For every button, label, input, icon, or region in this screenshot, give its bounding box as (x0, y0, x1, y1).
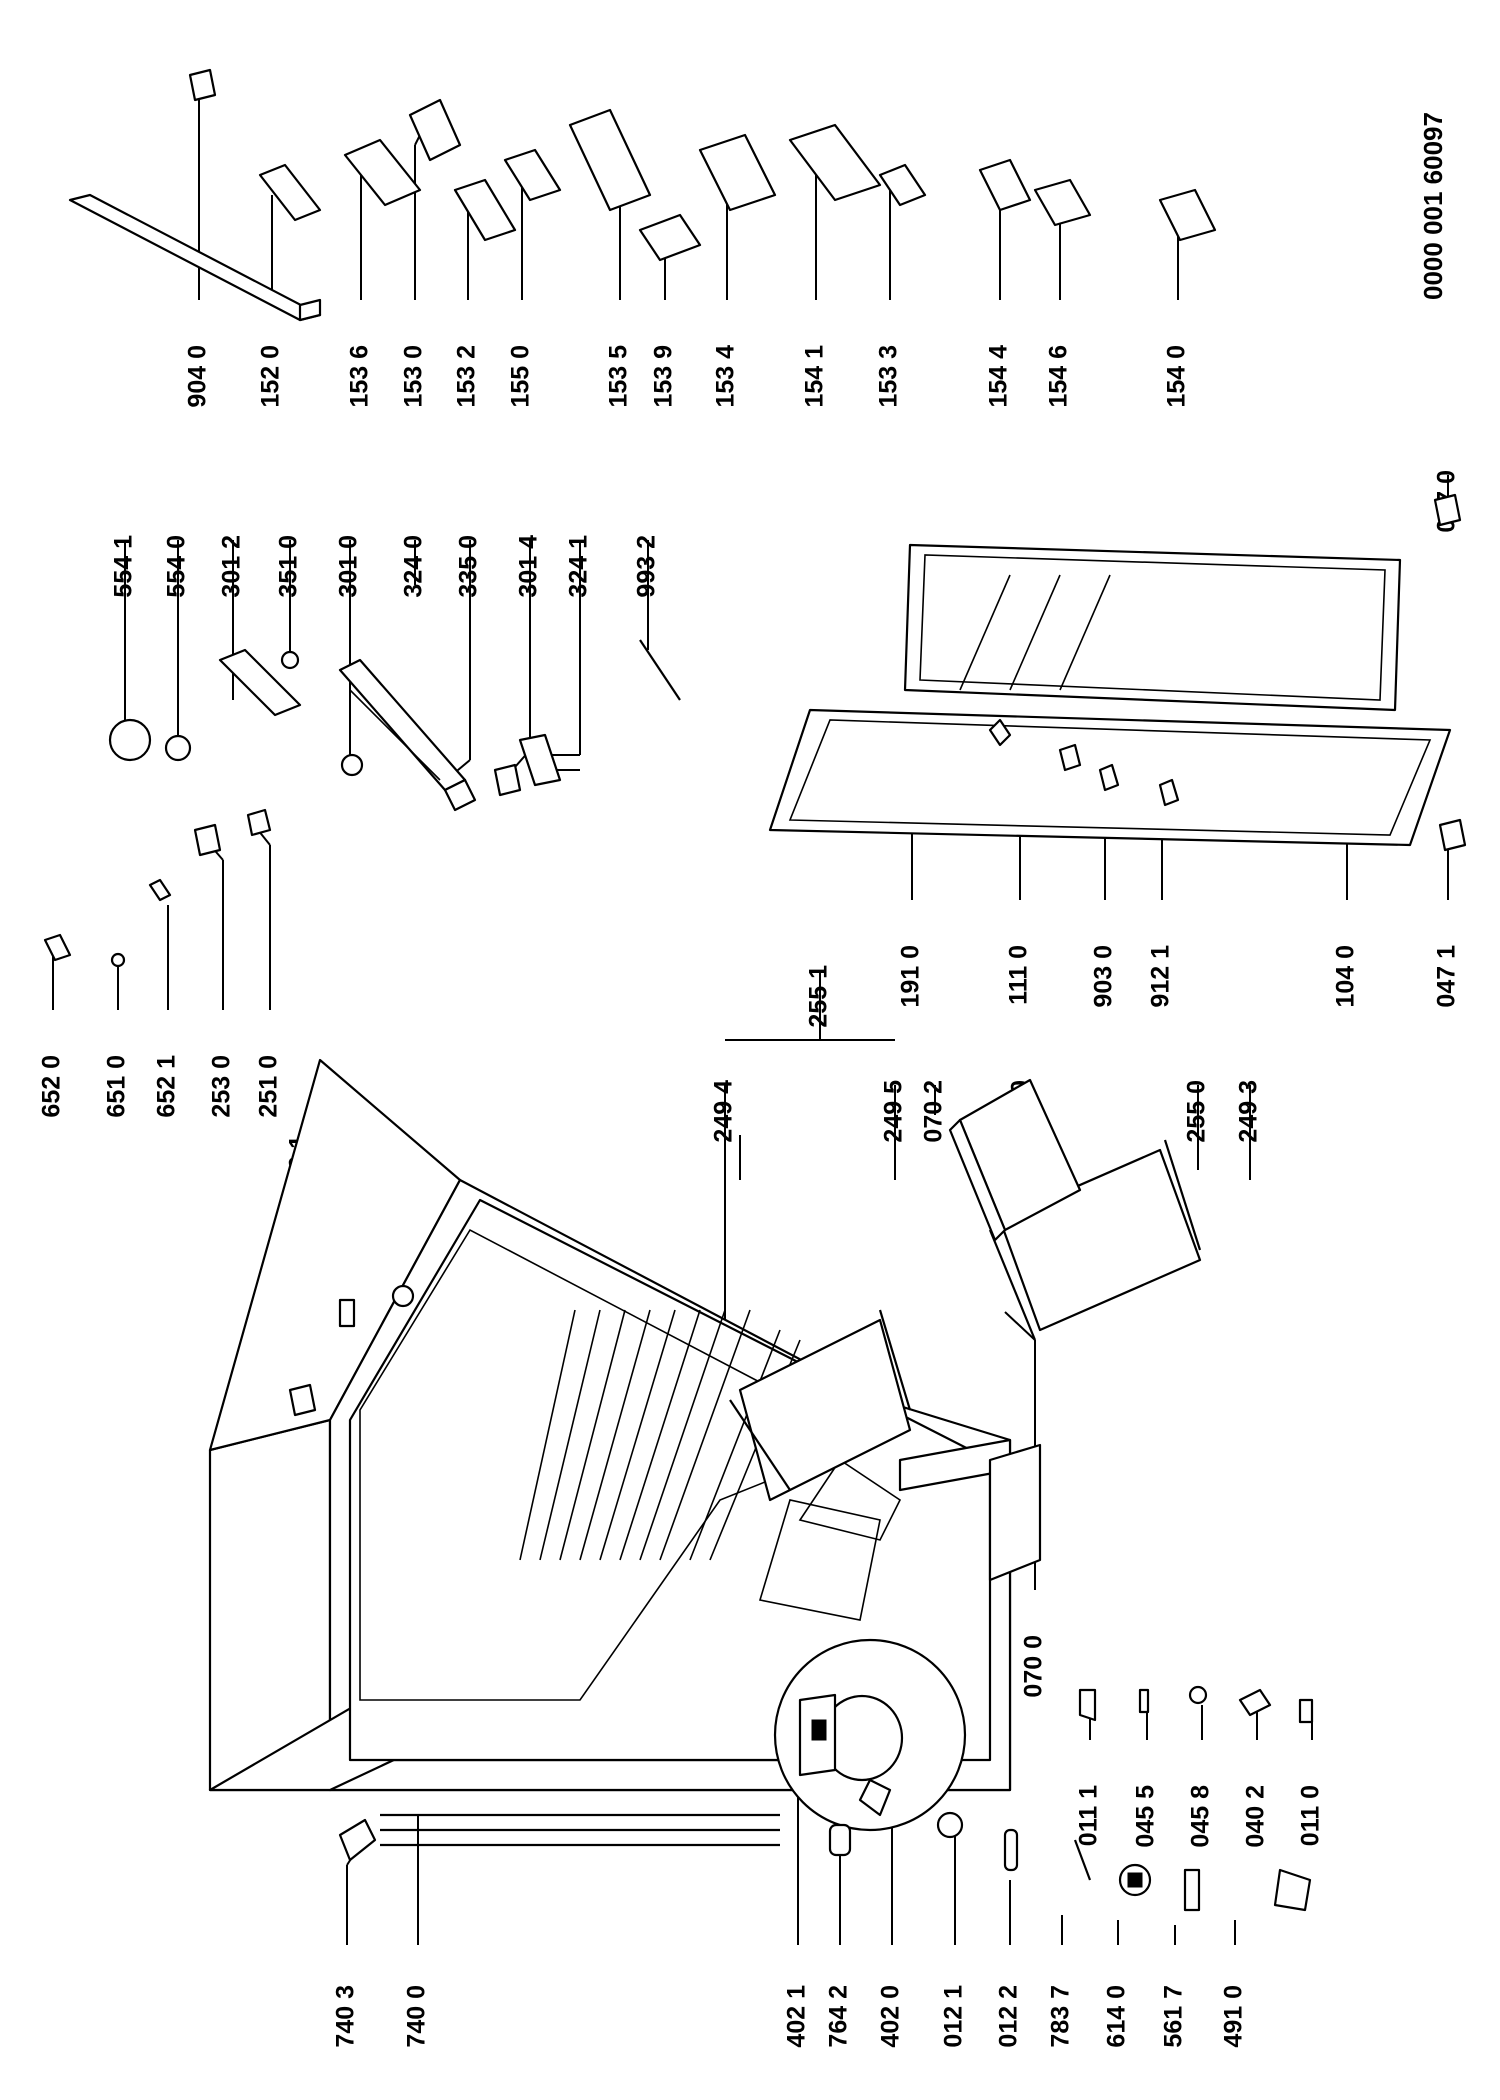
part-label: 153 4 (712, 345, 740, 408)
part-label: 903 0 (1090, 945, 1118, 1008)
part-label: 324 0 (400, 535, 428, 598)
part-label: 191 0 (897, 945, 925, 1008)
part-label: 491 0 (1220, 1985, 1248, 2048)
part-label: 324 1 (565, 535, 593, 598)
part-label: 651 0 (103, 1055, 131, 1118)
part-label: 614 0 (1103, 1985, 1131, 2048)
part-label: 154 0 (1163, 345, 1191, 408)
part-label: 255 0 (1183, 1080, 1211, 1143)
part-label: 764 2 (825, 1985, 853, 2048)
part-label: 993 2 (633, 535, 661, 598)
part-label: 104 0 (1332, 945, 1360, 1008)
part-label: 554 0 (163, 535, 191, 598)
part-label: 070 2 (920, 1080, 948, 1143)
part-label: 154 1 (801, 345, 829, 408)
part-label: 652 1 (153, 1055, 181, 1118)
document-number: 0000 001 60097 (1418, 112, 1448, 300)
fridge-cabinet (208, 1058, 1042, 1847)
part-label: 249 4 (710, 1080, 738, 1143)
part-label: 652 0 (38, 1055, 66, 1118)
part-label: 251 0 (255, 1055, 283, 1118)
part-label: 301 2 (218, 535, 246, 598)
part-label: 070 0 (1020, 1635, 1048, 1698)
part-label: 153 0 (400, 345, 428, 408)
part-label: 255 1 (805, 965, 833, 1028)
part-label: 904 0 (184, 345, 212, 408)
part-label: 011 1 (1075, 1785, 1103, 1846)
part-label: 740 3 (332, 1985, 360, 2048)
part-label: 153 5 (605, 345, 633, 408)
part-label: 740 0 (403, 1985, 431, 2048)
part-label: 402 0 (877, 1985, 905, 2048)
part-label: 301 4 (515, 535, 543, 598)
hinge-brackets (43, 808, 415, 1417)
part-label: 783 7 (1047, 1985, 1075, 2048)
glass-shelves (729, 1078, 1202, 1502)
part-label: 011 0 (1297, 1785, 1325, 1846)
part-label: 012 2 (995, 1985, 1023, 2048)
door-assembly (768, 493, 1467, 852)
part-label: 154 6 (1045, 345, 1073, 408)
part-label: 155 0 (507, 345, 535, 408)
part-label: 012 1 (940, 1985, 968, 2048)
part-label: 301 0 (335, 535, 363, 598)
small-parts (338, 1685, 1314, 1912)
door-bins (68, 68, 1217, 322)
part-label: 040 2 (1242, 1785, 1270, 1848)
part-label: 152 0 (257, 345, 285, 408)
parts-drawings (43, 68, 1467, 1912)
part-label: 335 0 (455, 535, 483, 598)
part-label: 402 1 (783, 1985, 811, 2048)
control-housing (108, 639, 681, 812)
part-label: 249 3 (1235, 1080, 1263, 1143)
part-label: 253 0 (208, 1055, 236, 1118)
part-label: 249 5 (880, 1080, 908, 1143)
part-label: 153 6 (346, 345, 374, 408)
part-label: 561 7 (1160, 1985, 1188, 2048)
part-label: 153 9 (650, 345, 678, 408)
part-label: 912 1 (1147, 945, 1175, 1008)
part-label: 554 1 (110, 535, 138, 598)
part-label: 047 1 (1433, 945, 1461, 1008)
part-label: 351 0 (275, 535, 303, 598)
part-label: 153 2 (453, 345, 481, 408)
part-label: 153 3 (875, 345, 903, 408)
part-label: 045 5 (1132, 1785, 1160, 1848)
part-label: 045 8 (1187, 1785, 1215, 1848)
compressor (773, 1638, 967, 1832)
part-label: 154 4 (985, 345, 1013, 408)
part-label: 111 0 (1005, 945, 1033, 1005)
